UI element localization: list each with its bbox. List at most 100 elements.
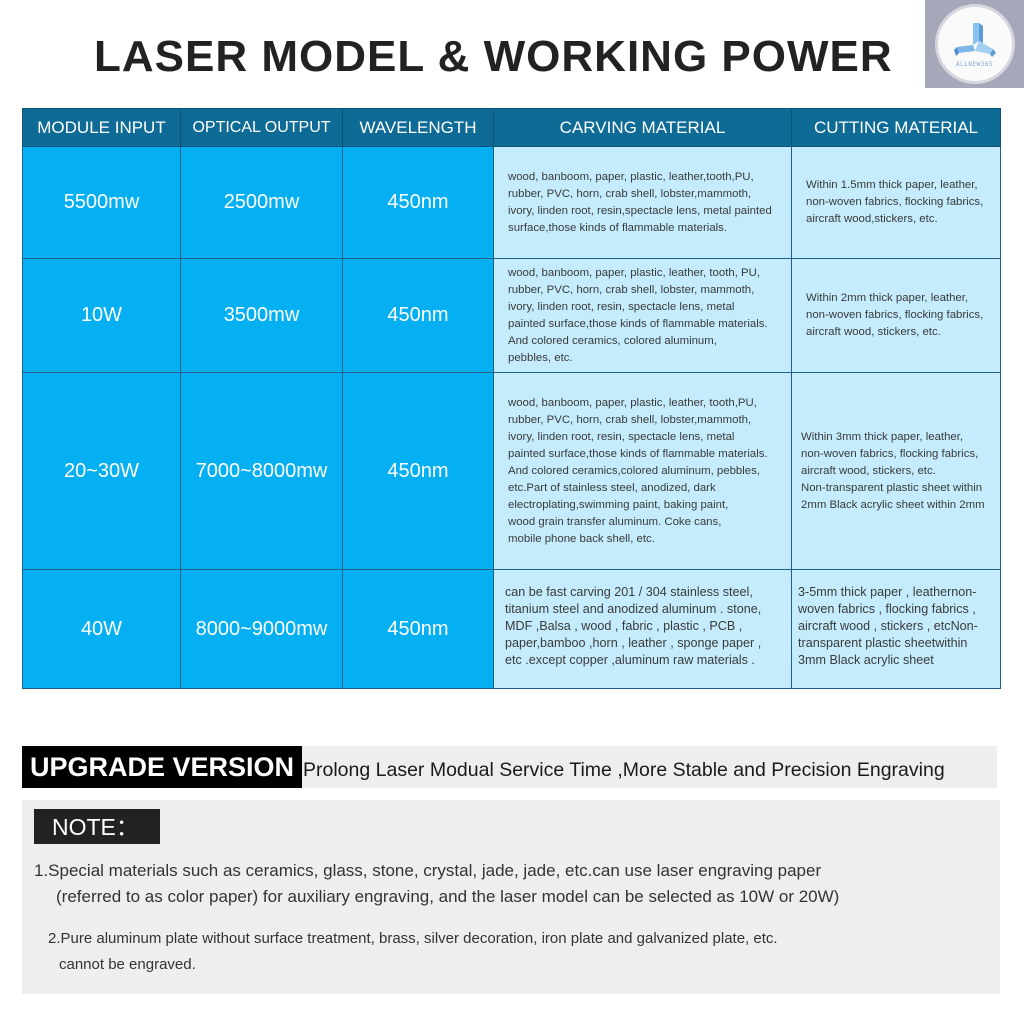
text-line: non-woven fabrics, flocking fabrics, (806, 196, 984, 208)
text-line: Within 2mm thick paper, leather, (806, 292, 969, 304)
text-line: surface,those kinds of flammable materia… (508, 221, 728, 234)
note-panel: NOTE： 1.Special materials such as cerami… (22, 800, 1000, 994)
text-line: aircraft wood, stickers, etc. (801, 464, 936, 477)
module-input-value: 40W (80, 617, 123, 640)
text-line: aircraft wood, stickers, etc. (806, 326, 941, 338)
text-line: wood, banboom, paper, plastic, leather, … (508, 266, 761, 279)
text-line: 3-5mm thick paper , leathernon- (798, 585, 977, 599)
optical-output-value: 2500mw (223, 191, 300, 213)
upgrade-banner: UPGRADE VERSION Prolong Laser Modual Ser… (22, 746, 997, 788)
text-line: Within 3mm thick paper, leather, (801, 430, 964, 443)
optical-output-cell: 8000~9000mw (180, 569, 343, 689)
text-line: wood, banboom, paper, plastic, leather, … (508, 396, 757, 409)
cutting-material-cell: Within 1.5mm thick paper, leather, non-w… (791, 146, 1001, 259)
wavelength-cell: 450nm (342, 258, 494, 373)
optical-output-cell: 7000~8000mw (180, 372, 343, 570)
carving-material-text: wood, banboom, paper, plastic, leather, … (494, 395, 791, 548)
upgrade-version-badge: UPGRADE VERSION (22, 746, 302, 788)
module-input-value: 5500mw (63, 191, 140, 213)
header-module-input: MODULE INPUT (22, 108, 181, 147)
table-row: 20~30W 7000~8000mw 450nm wood, banboom, … (22, 372, 1001, 570)
module-input-cell: 10W (22, 258, 181, 373)
note-item-1-line-2: (referred to as color paper) for auxilia… (56, 887, 840, 906)
text-line: mobile phone back shell, etc. (508, 532, 655, 545)
carving-material-cell: wood, banboom, paper, plastic, leather, … (493, 372, 792, 570)
text-line: ivory, linden root, resin, spectacle len… (508, 430, 735, 443)
text-line: rubber, PVC, horn, crab shell, lobster,m… (508, 187, 752, 200)
text-line: transparent plastic sheetwithin (798, 636, 968, 650)
text-line: rubber, PVC, horn, crab shell, lobster, … (508, 283, 755, 296)
wavelength-value: 450nm (387, 191, 449, 213)
text-line: ivory, linden root, resin,spectacle lens… (508, 204, 772, 217)
header-wavelength: WAVELENGTH (342, 108, 494, 147)
text-line: wood grain transfer aluminum. Coke cans, (508, 515, 722, 528)
wavelength-cell: 450nm (342, 569, 494, 689)
text-line: non-woven fabrics, flocking fabrics, (806, 309, 984, 321)
header-optical-output: OPTICAL OUTPUT (180, 108, 343, 147)
text-line: painted surface,those kinds of flammable… (508, 447, 768, 460)
note-item-2-line-2: cannot be engraved. (59, 956, 196, 973)
text-line: 3mm Black acrylic sheet (798, 653, 934, 667)
text-line: titanium steel and anodized aluminum . s… (505, 602, 762, 616)
module-input-cell: 20~30W (22, 372, 181, 570)
text-line: woven fabrics , flocking fabrics , (798, 602, 976, 616)
text-line: etc.Part of stainless steel, anodized, d… (508, 481, 716, 494)
cutting-material-cell: 3-5mm thick paper , leathernon- woven fa… (791, 569, 1001, 689)
wavelength-cell: 450nm (342, 372, 494, 570)
text-line: MDF ,Balsa , wood , fabric , plastic , P… (505, 619, 743, 633)
carving-material-text: wood, banboom, paper, plastic, leather,t… (494, 169, 791, 237)
text-line: paper,bamboo ,horn , leather , sponge pa… (505, 636, 762, 650)
optical-output-cell: 2500mw (180, 146, 343, 259)
text-line: can be fast carving 201 / 304 stainless … (505, 585, 753, 599)
text-line: ivory, linden root, resin, spectacle len… (508, 300, 735, 313)
text-line: electroplating,swimming paint, baking pa… (508, 498, 729, 511)
carving-material-text: can be fast carving 201 / 304 stainless … (494, 570, 791, 669)
carving-material-text: wood, banboom, paper, plastic, leather, … (494, 265, 791, 367)
optical-output-value: 7000~8000mw (195, 459, 328, 482)
module-input-cell: 5500mw (22, 146, 181, 259)
brand-logo: ALLNEW365 (925, 0, 1024, 88)
text-line: Within 1.5mm thick paper, leather, (806, 179, 978, 191)
triangle-blocks-logo-icon (953, 22, 996, 57)
page-title: LASER MODEL & WORKING POWER (94, 32, 893, 81)
optical-output-value: 8000~9000mw (195, 617, 328, 640)
text-line: Non-transparent plastic sheet within (801, 481, 983, 494)
table-header-row: MODULE INPUT OPTICAL OUTPUT WAVELENGTH C… (22, 108, 1001, 147)
wavelength-value: 450nm (387, 617, 449, 640)
laser-spec-table: MODULE INPUT OPTICAL OUTPUT WAVELENGTH C… (22, 108, 1001, 689)
wavelength-cell: 450nm (342, 146, 494, 259)
text-line: etc .except copper ,aluminum raw materia… (505, 653, 755, 667)
text-line: painted surface,those kinds of flammable… (508, 317, 768, 330)
text-line: pebbles, etc. (508, 351, 573, 364)
text-line: wood, banboom, paper, plastic, leather,t… (508, 170, 754, 183)
logo-text: ALLNEW365 (955, 60, 993, 68)
carving-material-cell: can be fast carving 201 / 304 stainless … (493, 569, 792, 689)
logo-badge: ALLNEW365 (934, 4, 1015, 84)
text-line: aircraft wood,stickers, etc. (806, 213, 938, 225)
cutting-material-text: Within 3mm thick paper, leather, non-wov… (792, 429, 1000, 514)
header-cutting-material: CUTTING MATERIAL (791, 108, 1001, 147)
cutting-material-text: 3-5mm thick paper , leathernon- woven fa… (792, 570, 1000, 669)
note-item-2-line-1: 2.Pure aluminum plate without surface tr… (48, 930, 778, 947)
table-row: 5500mw 2500mw 450nm wood, banboom, paper… (22, 146, 1001, 259)
module-input-value: 10W (80, 304, 123, 326)
note-item-1-line-1: 1.Special materials such as ceramics, gl… (34, 861, 822, 880)
table-row: 40W 8000~9000mw 450nm can be fast carvin… (22, 569, 1001, 689)
header-carving-material: CARVING MATERIAL (493, 108, 792, 147)
carving-material-cell: wood, banboom, paper, plastic, leather,t… (493, 146, 792, 259)
module-input-value: 20~30W (63, 459, 140, 482)
wavelength-value: 450nm (387, 459, 449, 482)
optical-output-value: 3500mw (223, 304, 300, 326)
note-badge: NOTE： (34, 809, 160, 844)
cutting-material-cell: Within 2mm thick paper, leather, non-wov… (791, 258, 1001, 373)
cutting-material-cell: Within 3mm thick paper, leather, non-wov… (791, 372, 1001, 570)
carving-material-cell: wood, banboom, paper, plastic, leather, … (493, 258, 792, 373)
wavelength-value: 450nm (387, 304, 449, 326)
table-row: 10W 3500mw 450nm wood, banboom, paper, p… (22, 258, 1001, 373)
optical-output-cell: 3500mw (180, 258, 343, 373)
text-line: rubber, PVC, horn, crab shell, lobster,m… (508, 413, 752, 426)
text-line: aircraft wood , stickers , etcNon- (798, 619, 978, 633)
module-input-cell: 40W (22, 569, 181, 689)
text-line: 2mm Black acrylic sheet within 2mm (801, 498, 985, 511)
text-line: And colored ceramics,colored aluminum, p… (508, 464, 760, 477)
